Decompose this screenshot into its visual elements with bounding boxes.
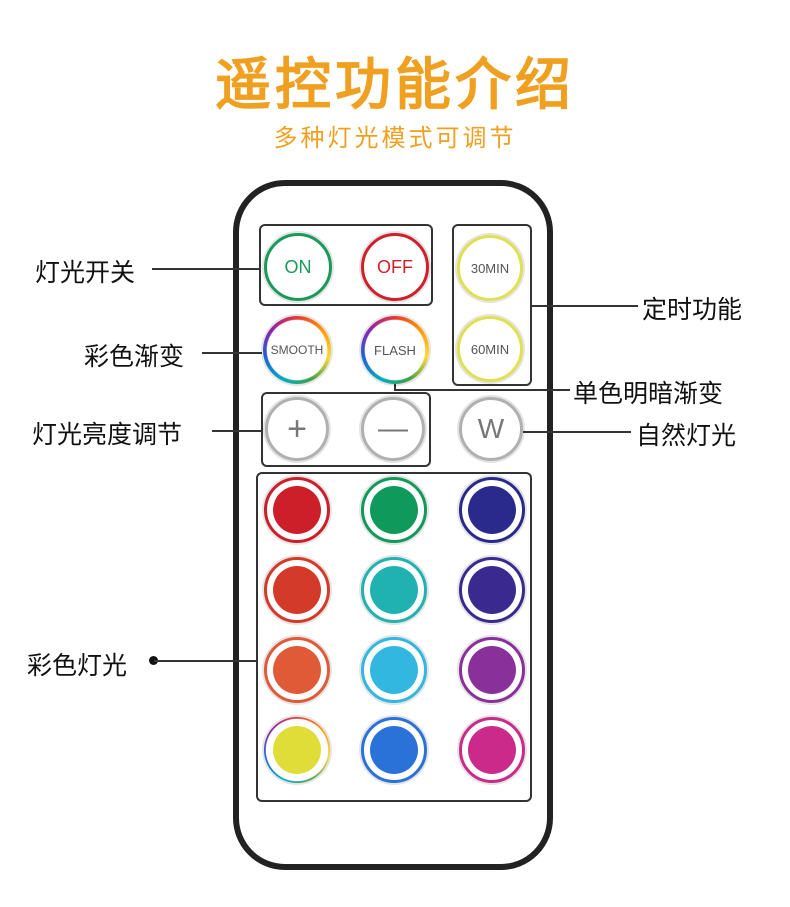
- color-swatch: [468, 566, 516, 614]
- brightness-down-button[interactable]: —: [361, 397, 425, 461]
- color-swatch: [273, 566, 321, 614]
- connector-color-lights: [154, 660, 256, 662]
- connector-power: [152, 268, 259, 270]
- color-button-r3-c3[interactable]: [459, 637, 525, 703]
- color-swatch: [370, 566, 418, 614]
- plus-icon: +: [287, 409, 307, 448]
- color-swatch: [468, 646, 516, 694]
- on-button-label: ON: [284, 256, 312, 277]
- minus-icon: —: [378, 412, 408, 445]
- color-swatch: [273, 646, 321, 694]
- timer-60min-button[interactable]: 60MIN: [457, 316, 523, 382]
- timer-group: [452, 224, 532, 386]
- connector-natural-light: [523, 431, 631, 433]
- color-button-r1-c2[interactable]: [361, 477, 427, 543]
- off-button[interactable]: OFF: [361, 233, 429, 301]
- label-timer: 定时功能: [642, 295, 743, 324]
- connector-flash: [394, 389, 570, 391]
- color-button-r2-c3[interactable]: [459, 557, 525, 623]
- color-swatch: [370, 486, 418, 534]
- label-color-lights: 彩色灯光: [27, 651, 128, 680]
- color-button-r1-c1[interactable]: [264, 477, 330, 543]
- label-brightness: 灯光亮度调节: [32, 420, 183, 449]
- page-subtitle: 多种灯光模式可调节: [273, 124, 517, 152]
- white-light-label: W: [477, 413, 505, 444]
- color-swatch: [370, 646, 418, 694]
- color-button-r3-c1[interactable]: [264, 637, 330, 703]
- color-button-r1-c3[interactable]: [459, 477, 525, 543]
- timer-60min-label: 60MIN: [470, 341, 510, 357]
- brightness-up-button[interactable]: +: [265, 397, 329, 461]
- color-button-r2-c1[interactable]: [264, 557, 330, 623]
- label-single-color-fade: 单色明暗渐变: [573, 379, 724, 408]
- label-color-gradient: 彩色渐变: [84, 342, 185, 371]
- on-button[interactable]: ON: [264, 233, 332, 301]
- smooth-button[interactable]: SMOOTH: [263, 316, 331, 384]
- connector-dot: [149, 656, 158, 665]
- page-title: 遥控功能介绍: [215, 53, 575, 118]
- connector-brightness: [212, 430, 262, 432]
- color-button-r4-c1[interactable]: [264, 717, 330, 783]
- connector-color-gradient: [202, 352, 262, 354]
- color-group: [256, 472, 532, 802]
- brightness-group: [261, 392, 431, 467]
- color-swatch: [468, 726, 516, 774]
- timer-30min-label: 30MIN: [470, 260, 510, 276]
- color-button-r4-c3[interactable]: [459, 717, 525, 783]
- timer-30min-button[interactable]: 30MIN: [457, 235, 523, 301]
- label-natural-light: 自然灯光: [636, 421, 737, 450]
- smooth-button-label: SMOOTH: [270, 343, 324, 357]
- color-swatch: [273, 726, 321, 774]
- color-swatch: [370, 726, 418, 774]
- color-button-r4-c2[interactable]: [361, 717, 427, 783]
- power-group: [259, 224, 433, 306]
- color-swatch: [468, 486, 516, 534]
- off-button-label: OFF: [377, 256, 413, 277]
- connector-timer: [532, 305, 638, 307]
- white-light-button[interactable]: W: [459, 397, 523, 461]
- flash-button[interactable]: FLASH: [361, 316, 429, 384]
- color-swatch: [273, 486, 321, 534]
- label-power: 灯光开关: [35, 258, 136, 287]
- flash-button-label: FLASH: [374, 342, 416, 358]
- color-button-r2-c2[interactable]: [361, 557, 427, 623]
- color-button-r3-c2[interactable]: [361, 637, 427, 703]
- connector-flash-vertical: [394, 384, 396, 390]
